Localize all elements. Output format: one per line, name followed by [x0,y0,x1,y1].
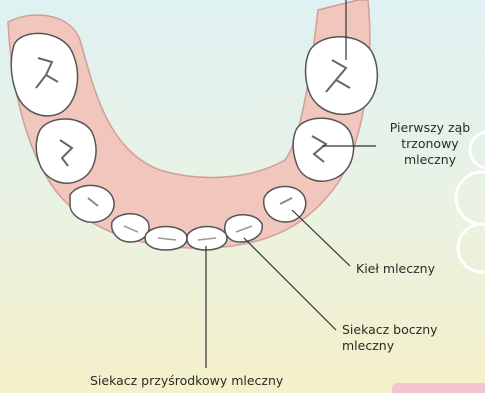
label-first-molar-line-1: Pierwszy ząb [378,120,482,136]
right-lateral-incisor [225,215,262,242]
left-second-molar [11,33,77,116]
label-first-molar: Pierwszy ząb trzonowy mleczny [378,120,482,168]
right-first-molar [293,118,354,181]
left-lateral-incisor [112,214,149,242]
label-lateral-line-1: Siekacz boczny [342,322,482,338]
label-lateral-incisor: Siekacz boczny mleczny [342,322,482,354]
left-central-incisor [145,227,187,251]
label-first-molar-line-2: trzonowy [378,136,482,152]
left-canine [70,185,114,222]
label-lateral-line-2: mleczny [342,338,482,354]
leader-line-lateral [244,238,336,330]
label-central-incisor: Siekacz przyśrodkowy mleczny [90,373,283,389]
left-first-molar [36,119,96,183]
label-canine: Kieł mleczny [356,261,435,277]
right-central-incisor [187,227,227,251]
leader-line-canine [292,210,350,266]
right-second-molar [306,37,378,115]
label-first-molar-line-3: mleczny [378,152,482,168]
pink-corner-decoration [392,383,485,393]
